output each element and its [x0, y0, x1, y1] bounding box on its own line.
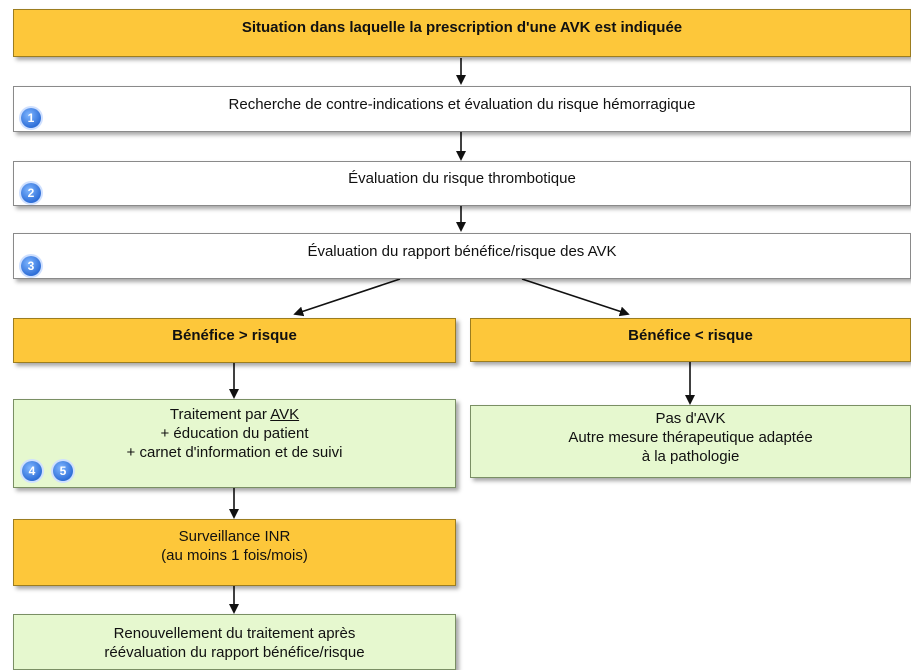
step3-label: Évaluation du rapport bénéfice/risque de… — [307, 243, 617, 260]
situation-label: Situation dans laquelle la prescription … — [241, 18, 683, 36]
arrow-step3-benefit-lt — [521, 278, 630, 317]
step2-box: Évaluation du risque thrombotique — [13, 161, 911, 206]
benefit-gt-box: Bénéfice > risque — [13, 318, 456, 363]
renewal-box: Renouvellement du traitement après rééva… — [13, 614, 456, 670]
avk-link[interactable]: AVK — [270, 406, 300, 423]
treatment-line1: Traitement par AVK — [170, 405, 299, 424]
badge-4-icon: 4 — [22, 461, 42, 481]
treatment-line3: + carnet d'information et de suivi — [126, 444, 343, 461]
step2-label: Évaluation du risque thrombotique — [348, 170, 576, 187]
surveillance-box: Surveillance INR (au moins 1 fois/mois) — [13, 519, 456, 586]
arrow-step3-benefit-gt — [293, 278, 401, 317]
no-avk-box: Pas d'AVK Autre mesure thérapeutique ada… — [470, 405, 911, 478]
treatment-box: Traitement par AVK + éducation du patien… — [13, 399, 456, 488]
benefit-lt-label: Bénéfice < risque — [628, 327, 753, 344]
treatment-line1-prefix: Traitement par — [169, 406, 271, 423]
badge-5-icon: 5 — [53, 461, 73, 481]
renewal-line1: Renouvellement du traitement après — [113, 625, 356, 642]
benefit-lt-box: Bénéfice < risque — [470, 318, 911, 362]
no-avk-line2: Autre mesure thérapeutique adaptée — [568, 429, 813, 446]
renewal-line2: réévaluation du rapport bénéfice/risque — [104, 644, 365, 661]
step1-label: Recherche de contre-indications et évalu… — [228, 96, 696, 113]
step1-box: Recherche de contre-indications et évalu… — [13, 86, 911, 132]
benefit-gt-label: Bénéfice > risque — [172, 327, 297, 344]
treatment-line2: + éducation du patient — [160, 425, 309, 442]
surveillance-line2: (au moins 1 fois/mois) — [161, 547, 308, 564]
badge-2-icon: 2 — [21, 183, 41, 203]
no-avk-line3: à la pathologie — [641, 448, 740, 465]
step3-box: Évaluation du rapport bénéfice/risque de… — [13, 233, 911, 279]
badge-1-icon: 1 — [21, 108, 41, 128]
badge-3-icon: 3 — [21, 256, 41, 276]
no-avk-line1: Pas d'AVK — [655, 410, 726, 427]
surveillance-line1: Surveillance INR — [178, 528, 291, 545]
situation-box: Situation dans laquelle la prescription … — [13, 9, 911, 57]
